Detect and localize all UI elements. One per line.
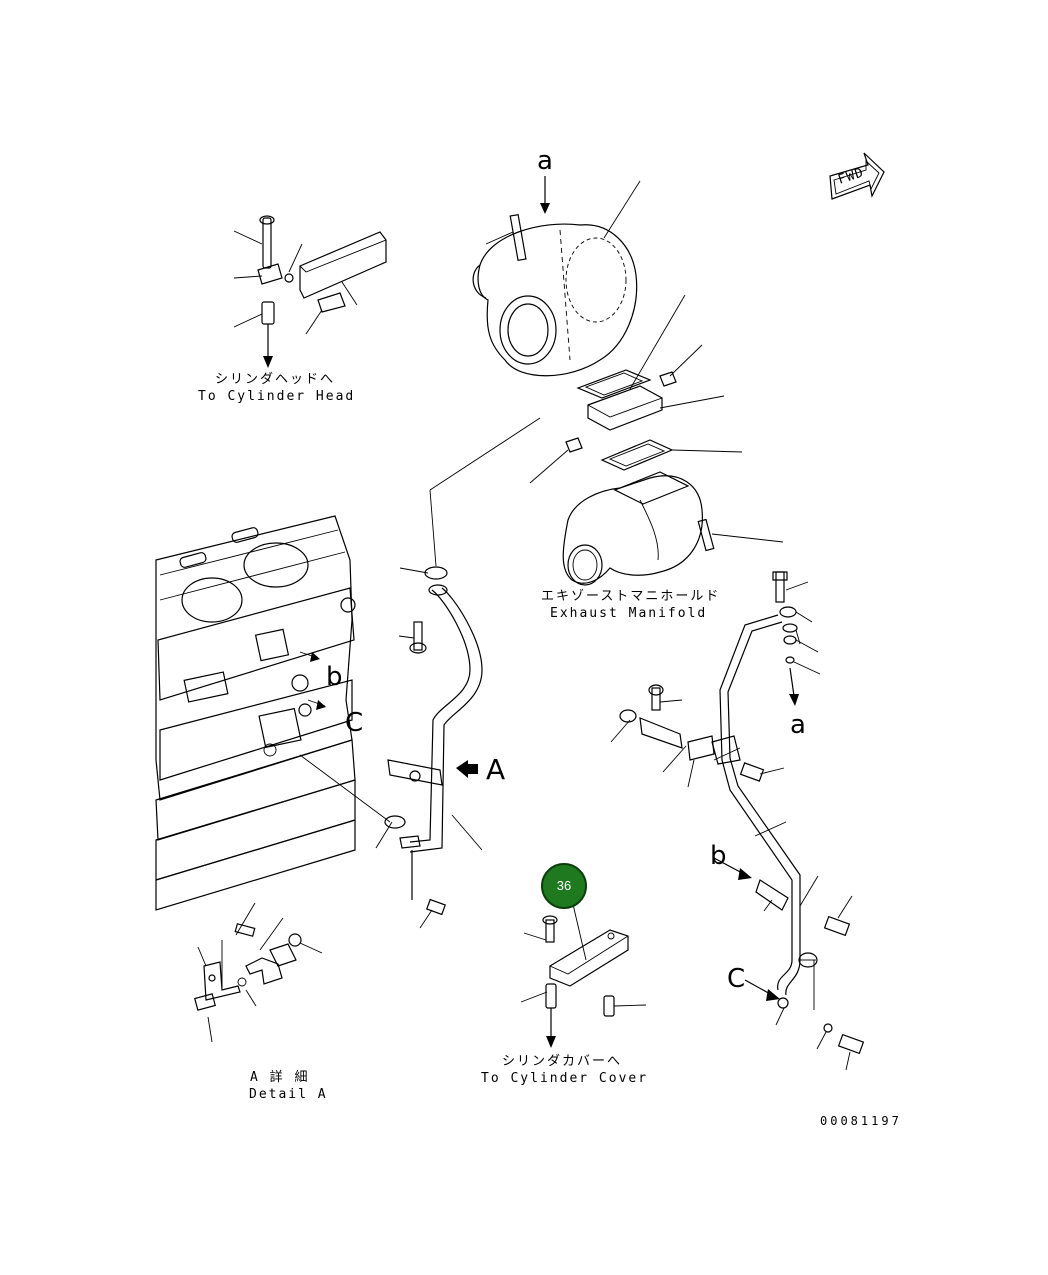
oil-pipe-left	[299, 417, 541, 929]
detail-a-jp-label: A 詳 細	[250, 1070, 310, 1085]
to-head-en-label: To Cylinder Head	[198, 389, 356, 404]
part-36-badge[interactable]: 36	[541, 863, 587, 909]
detail-a-en-label: Detail A	[249, 1087, 328, 1102]
to-cover-jp-label: シリンダカバーへ	[502, 1054, 623, 1069]
callout-a-right: a	[790, 710, 806, 740]
to-head-jp-label: シリンダヘッドへ	[215, 372, 336, 387]
manifold-jp-label: エキゾーストマニホールド	[541, 589, 721, 604]
detail-a-drawing	[194, 902, 323, 1043]
callout-b-left: b	[326, 662, 343, 692]
callout-c-right: C	[727, 964, 746, 994]
to-cover-en-label: To Cylinder Cover	[481, 1071, 649, 1086]
turbocharger-drawing	[472, 176, 641, 377]
exhaust-manifold-drawing	[562, 471, 784, 586]
fwd-arrow-icon	[829, 152, 885, 200]
oil-pipe-right	[610, 571, 865, 1071]
callout-a-top: a	[537, 146, 553, 176]
callout-c-left: C	[345, 708, 364, 738]
part-number-label: 00081197	[820, 1114, 902, 1128]
cover-bracket-drawing	[520, 899, 647, 1048]
turbo-flange-group	[529, 294, 743, 484]
manifold-en-label: Exhaust Manifold	[550, 606, 708, 621]
engine-block-drawing	[155, 515, 356, 911]
view-a-label: A	[486, 753, 506, 786]
callout-b-right: b	[710, 841, 727, 871]
head-bracket-group	[233, 215, 387, 368]
